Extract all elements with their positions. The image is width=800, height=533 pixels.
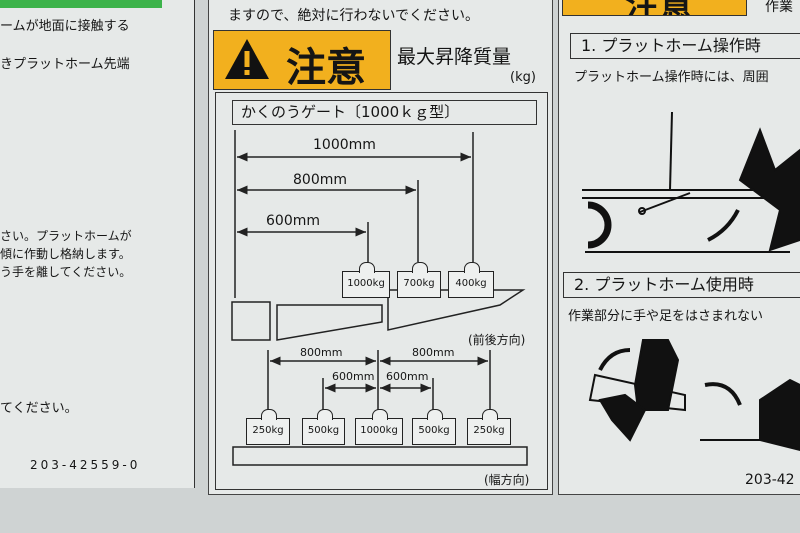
left-para-line: う手を離してください。 xyxy=(0,265,132,279)
load-weight: 700kg xyxy=(397,262,441,298)
left-paragraph: さい。プラットホームが 傾に作動し格納します。 う手を離してください。 xyxy=(0,227,132,281)
left-label xyxy=(0,0,195,488)
dim-600mm: 600mm xyxy=(266,213,320,229)
direction-lateral: (幅方向) xyxy=(484,473,530,487)
load-weight: 500kg xyxy=(302,409,345,445)
left-part-number: 203-42559-0 xyxy=(30,458,141,472)
right-part-number: 203-42 xyxy=(745,472,795,488)
left-text-1: ームが地面に接触する xyxy=(0,19,130,34)
load-weight: 400kg xyxy=(448,262,494,298)
dim-800mm-right: 800mm xyxy=(412,346,455,359)
gate-title: かくのうゲート〔1000ｋｇ型〕 xyxy=(232,100,537,125)
dim-800mm: 800mm xyxy=(293,172,347,188)
dim-800mm-left: 800mm xyxy=(300,346,343,359)
left-para-line: 傾に作動し格納します。 xyxy=(0,247,131,261)
max-load-title: 最大昇降質量 xyxy=(397,46,512,68)
caution-badge: 注意 xyxy=(213,30,391,91)
warning-triangle-icon xyxy=(225,39,269,79)
left-text-2: きプラットホーム先端 xyxy=(0,57,130,72)
left-para-line: さい。プラットホームが xyxy=(0,229,132,243)
right-caution-badge: 注意 xyxy=(562,0,747,16)
right-caution-label: 注意 xyxy=(625,0,693,15)
right-header-text: 作業 xyxy=(765,0,793,15)
section2-title: 2. プラットホーム使用時 xyxy=(563,272,800,298)
load-weight: 500kg xyxy=(412,409,456,445)
dim-1000mm: 1000mm xyxy=(313,137,376,153)
green-band xyxy=(0,0,162,8)
left-text-bottom: てください。 xyxy=(0,401,78,416)
unit-label: (kg) xyxy=(510,70,536,85)
load-weight: 1000kg xyxy=(355,409,403,445)
diagram-frame xyxy=(215,92,548,490)
section2-text: 作業部分に手や足をはさまれない xyxy=(568,309,764,324)
load-weight: 1000kg xyxy=(342,262,390,298)
center-top-text: ますので、絶対に行わないでください。 xyxy=(228,8,480,24)
caution-label: 注意 xyxy=(286,45,366,91)
dim-600mm-right: 600mm xyxy=(386,370,429,383)
section1-text: プラットホーム操作時には、周囲 xyxy=(574,70,769,85)
dim-600mm-left: 600mm xyxy=(332,370,375,383)
load-weight: 250kg xyxy=(467,409,511,445)
load-weight: 250kg xyxy=(246,409,290,445)
direction-longitudinal: (前後方向) xyxy=(468,333,526,347)
section1-title: 1. プラットホーム操作時 xyxy=(570,33,800,59)
